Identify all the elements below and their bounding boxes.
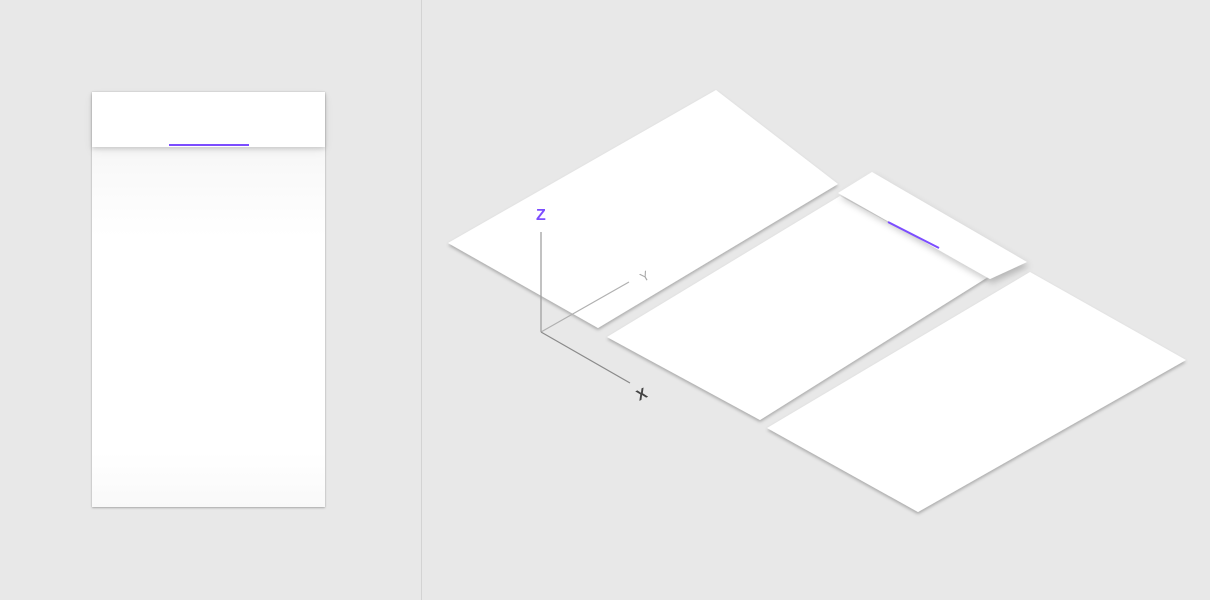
phone-content-area — [92, 147, 325, 507]
y-axis-line — [540, 281, 630, 333]
back-sheet — [448, 90, 838, 328]
phone-app-bar — [92, 92, 325, 147]
x-axis-line — [540, 331, 631, 384]
tab-indicator — [169, 144, 249, 146]
app-bar-sheet — [838, 172, 1027, 279]
front-sheet — [767, 272, 1186, 512]
panel-divider — [421, 0, 422, 600]
app-bar-tab-indicator — [887, 221, 940, 249]
app-bar-layer — [838, 172, 1027, 279]
flat-phone-preview — [92, 92, 325, 507]
middle-sheet — [607, 196, 988, 420]
x-axis-label: X — [634, 385, 650, 405]
z-axis-label: Z — [536, 207, 546, 224]
